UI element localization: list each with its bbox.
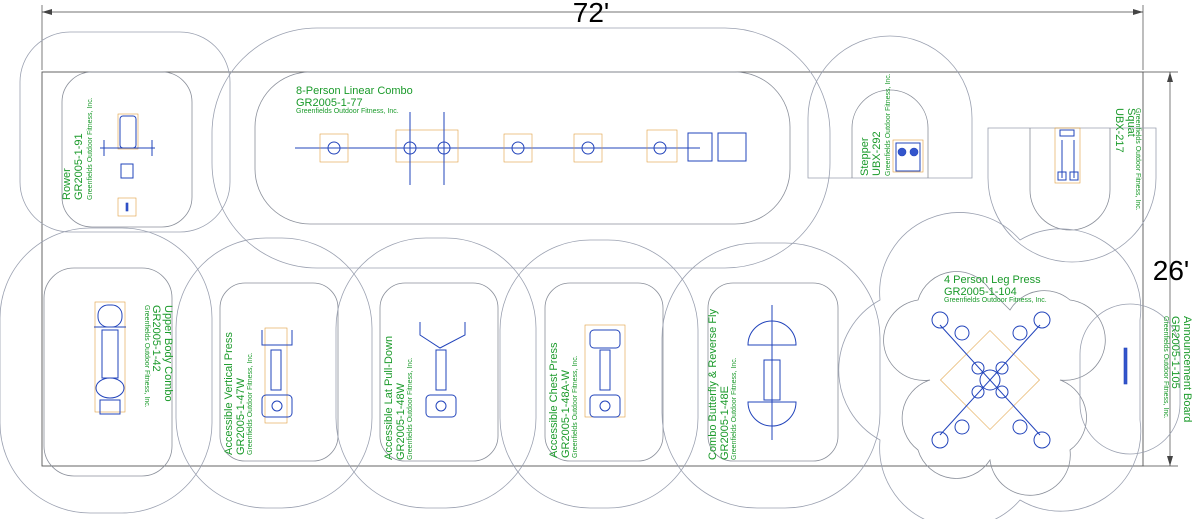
upper-name: Upper Body Combo [162,305,174,402]
svg-text:Upper Body Combo GR2005-: Upper Body Combo GR2005-1-42 Greenfields… [143,305,178,408]
upper-code: GR2005-1-42 [150,305,162,372]
vpress-maker: Greenfields Outdoor Fitness, Inc. [247,352,254,455]
svg-text:Accessible Chest Press G: Accessible Chest Press GR2005-1-48A-W Gr… [544,338,579,458]
linear-maker: Greenfields Outdoor Fitness, Inc. [296,108,399,115]
board-maker: Greenfields Outdoor Fitness, Inc. [1162,316,1169,419]
board-name: Announcement Board [1181,316,1193,422]
linear-name: 8-Person Linear Combo [296,85,413,97]
svg-text:Stepper UBX-292 Gr: Stepper UBX-292 Greenfields Outdoor Fitn… [855,73,892,176]
legpress-maker: Greenfields Outdoor Fitness, Inc. [944,297,1047,304]
leg-press-station: 4 Person Leg Press GR2005-1-104 Greenfie… [838,212,1142,519]
chest-press-station: Accessible Chest Press GR2005-1-48A-W Gr… [499,239,699,509]
squat-name: Squat [1125,108,1137,137]
fly-code: GR2005-1-48E [719,386,731,460]
legpress-name: 4 Person Leg Press [944,274,1041,286]
latpull-name: Accessible Lat Pull-Down [383,336,395,460]
vpress-name: Accessible Vertical Press [223,332,235,455]
svg-text:Combo Butterfly & Reverse Fly: Combo Butterfly & Reverse Fly GR2005-1-4… [703,305,738,460]
chest-code: GR2005-1-48A-W [560,369,572,458]
vpress-code: GR2005-1-47W [235,377,247,455]
stepper-station: Stepper UBX-292 Greenfields Outdoor Fitn… [807,35,973,179]
butterfly-station: Combo Butterfly & Reverse Fly GR2005-1-4… [661,242,881,509]
legpress-code: GR2005-1-104 [944,286,1017,298]
svg-text:Accessible Lat Pull-Down: Accessible Lat Pull-Down GR2005-1-48W Gr… [379,331,414,460]
rower-code: GR2005-1-91 [73,133,85,200]
latpull-code: GR2005-1-48W [395,382,407,460]
width-dimension: 72' [41,0,1144,70]
stepper-maker: Greenfields Outdoor Fitness, Inc. [885,73,892,176]
board-code: GR2005-1-105 [1169,316,1181,389]
svg-text:Rower GR2005-1-91: Rower GR2005-1-91 Greenfields Outdoor Fi… [57,97,94,200]
site-boundary [41,71,1144,467]
svg-text:Squat UBX-217 Gree: Squat UBX-217 Greenfields Outdoor Fitnes… [1112,108,1141,211]
svg-text:Announcement Board GR200: Announcement Board GR2005-1-105 Greenfie… [1162,316,1197,427]
stepper-code: UBX-292 [871,131,883,176]
stepper-name: Stepper [859,137,871,176]
height-label: 26' [1153,255,1190,286]
linear-combo-station: 8-Person Linear Combo GR2005-1-77 Greenf… [211,27,831,269]
rower-station: Rower GR2005-1-91 Greenfields Outdoor Fi… [19,31,231,233]
squat-maker: Greenfields Outdoor Fitness, Inc. [1134,108,1141,211]
chest-name: Accessible Chest Press [548,342,560,458]
chest-maker: Greenfields Outdoor Fitness, Inc. [572,355,579,458]
rower-name: Rower [61,168,73,200]
squat-station: Squat UBX-217 Greenfields Outdoor Fitnes… [987,108,1157,263]
lat-pulldown-station: Accessible Lat Pull-Down GR2005-1-48W Gr… [335,237,537,509]
svg-text:Accessible Vertical Press: Accessible Vertical Press GR2005-1-47W G… [219,328,254,455]
fly-name: Combo Butterfly & Reverse Fly [707,309,719,460]
announcement-board-station: Announcement Board GR2005-1-105 Greenfie… [1079,303,1197,455]
fly-maker: Greenfields Outdoor Fitness, Inc. [731,357,738,460]
squat-code: UBX-217 [1113,108,1125,153]
rower-maker: Greenfields Outdoor Fitness, Inc. [87,97,94,200]
upper-body-combo-station: Upper Body Combo GR2005-1-42 Greenfields… [0,227,213,514]
latpull-maker: Greenfields Outdoor Fitness, Inc. [407,357,414,460]
height-dimension: 26' [1143,71,1190,467]
width-label: 72' [573,0,610,28]
vertical-press-station: Accessible Vertical Press GR2005-1-47W G… [175,237,373,509]
upper-maker: Greenfields Outdoor Fitness, Inc. [143,305,150,408]
linear-code: GR2005-1-77 [296,97,363,109]
